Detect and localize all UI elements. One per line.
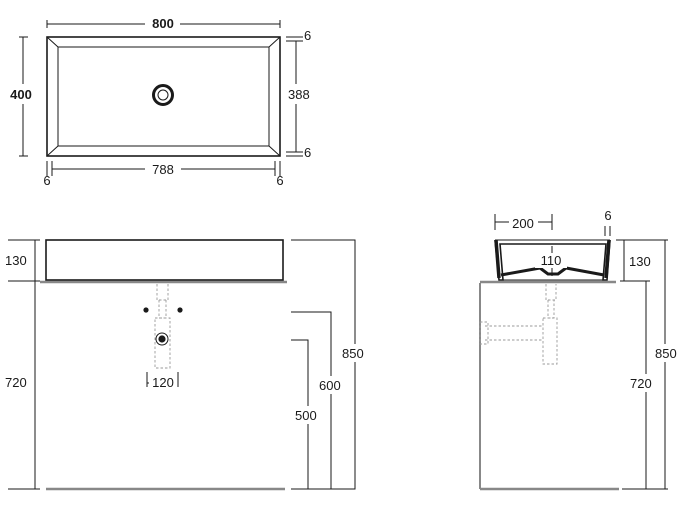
- dim-basin-height: 130: [5, 253, 27, 268]
- dim-rim-top: 6: [304, 28, 311, 43]
- dim-overall-depth: 400: [10, 87, 32, 102]
- tap-connector-left-icon: [143, 307, 149, 313]
- corner-line-bl: [46, 145, 59, 157]
- front-view: 120 130 720 850 600 500: [5, 239, 370, 491]
- dim-overall-width: 800: [152, 16, 174, 31]
- dim-tap-spacing: 120: [152, 375, 174, 390]
- side-waste-pipe: [485, 325, 543, 341]
- drain-inner-ring: [157, 89, 169, 101]
- basin-section: [494, 239, 611, 281]
- basin-front-outline: [45, 239, 284, 281]
- dim-tap-height: 500: [295, 408, 317, 423]
- corner-line-br: [268, 145, 281, 157]
- dim-total-height: 850: [342, 346, 364, 361]
- dim-side-total-height: 850: [655, 346, 677, 361]
- dim-counter-height: 720: [5, 375, 27, 390]
- dim-inner-depth: 388: [288, 87, 310, 102]
- tap-connector-right-icon: [177, 307, 183, 313]
- waste-trap: [154, 317, 171, 369]
- dim-side-counter-height: 720: [630, 376, 652, 391]
- dim-outlet-height: 600: [319, 378, 341, 393]
- side-view: 200 6 110 130 850 720: [479, 208, 683, 491]
- dim-rim-left: 6: [43, 173, 50, 188]
- dim-rim-bottom: 6: [304, 145, 311, 160]
- waste-pipe-top: [156, 284, 169, 301]
- dim-rim-thickness: 6: [604, 208, 611, 223]
- corner-line-tl: [46, 36, 59, 48]
- dim-rim-right: 6: [276, 173, 283, 188]
- side-trap: [542, 317, 558, 365]
- wall-outlet-icon: [158, 335, 166, 343]
- drain-outer-ring: [152, 84, 174, 106]
- basin-bottom: [500, 266, 605, 277]
- dim-drain-height: 110: [541, 253, 562, 268]
- dim-basin-depth: 200: [512, 216, 534, 231]
- corner-line-tr: [268, 36, 281, 48]
- basin-outline-inner: [57, 46, 270, 147]
- top-view: 800 400 6 388 6 788 6 6: [10, 16, 311, 188]
- dim-side-basin-height: 130: [629, 254, 651, 269]
- dim-inner-width: 788: [152, 162, 174, 177]
- basin-outline-outer: [46, 36, 281, 157]
